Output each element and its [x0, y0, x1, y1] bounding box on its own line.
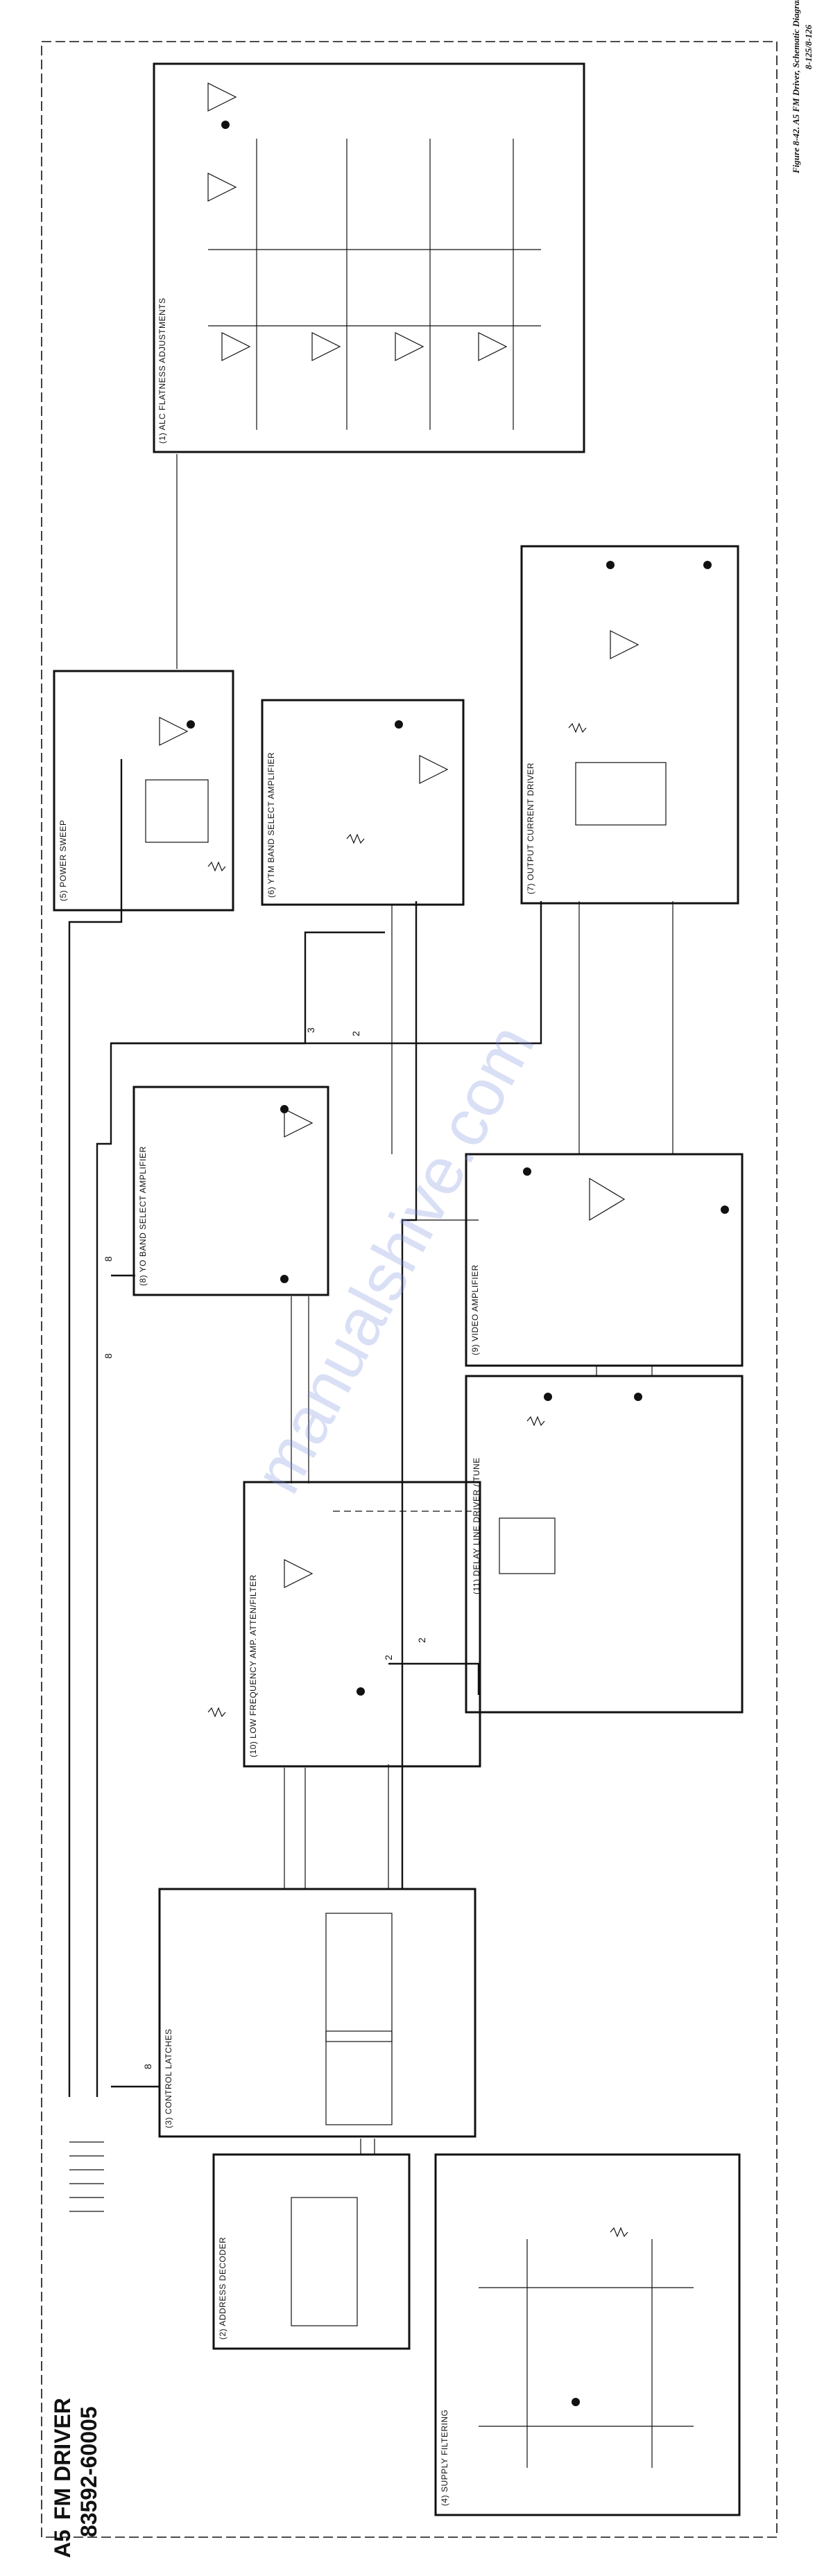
latch-ic-2 — [325, 2030, 393, 2125]
bus-width-label: 3 — [305, 1027, 316, 1033]
bus-width-label: 8 — [142, 2063, 153, 2069]
power-sweep-box — [53, 670, 234, 912]
bus-line-center — [96, 931, 385, 2097]
block-label-low-frequency-amp: (10) LOW FREQUENCY AMP. ATTEN/FILTER — [248, 1574, 258, 1757]
yo-band-select-box — [132, 1086, 329, 1296]
bus-width-label: 2 — [383, 1654, 394, 1660]
block-label-delay-line: (11) DELAY LINE DRIVER / TUNE — [472, 1457, 481, 1594]
wire-decoder-latch — [360, 2139, 375, 2155]
delay-ic — [499, 1517, 556, 1574]
bus-width-label: 8 — [103, 1255, 114, 1262]
yo-opamp — [284, 1108, 314, 1138]
block-label-output-current-driver: (7) OUTPUT CURRENT DRIVER — [526, 762, 535, 894]
block-label-power-sweep: (5) POWER SWEEP — [58, 819, 68, 901]
ytm-band-select-box — [261, 699, 465, 906]
video-amplifier-box — [465, 1153, 744, 1367]
figure-caption: Figure 8-42. A5 FM Driver, Schematic Dia… — [791, 0, 801, 173]
address-decoder-box — [212, 2153, 411, 2350]
sweep-ic — [145, 779, 209, 843]
output-current-driver-box — [520, 545, 739, 905]
bus-width-label: 8 — [103, 1352, 114, 1359]
block-label-control-latches: (3) CONTROL LATCHES — [164, 2028, 173, 2128]
block-label-address-decoder: (2) ADDRESS DECODER — [218, 2236, 228, 2340]
ocd-ic — [575, 762, 667, 826]
part-number: 83592-60005 — [76, 2406, 101, 2537]
bus-line-latch — [401, 901, 418, 1889]
lf-opamp — [284, 1559, 314, 1588]
low-frequency-amp-box — [243, 1481, 481, 1768]
wire-ytm-to-video — [391, 905, 479, 1221]
supply-filtering-box — [434, 2153, 741, 2516]
decoder-ic — [291, 2197, 358, 2326]
block-label-supply-filtering: (4) SUPPLY FILTERING — [440, 2409, 449, 2506]
board-id: A5 — [50, 2530, 75, 2558]
latch-ic-1 — [325, 1913, 393, 2042]
bus-line-video — [388, 1662, 480, 1695]
sweep-opamp — [159, 717, 189, 746]
resistors — [207, 722, 628, 2238]
supply-wiring — [479, 2239, 694, 2468]
wire-delay-to-video — [596, 1366, 653, 1376]
bus-width-label: 2 — [416, 1637, 427, 1643]
wire-latch-up — [284, 1764, 389, 1889]
bus-line-left — [68, 759, 123, 2097]
video-opamp — [589, 1177, 626, 1221]
wire-yo-to-lf — [291, 1296, 309, 1483]
test-points — [187, 121, 729, 2406]
block-label-alc-flatness: (1) ALC FLATNESS ADJUSTMENTS — [157, 297, 167, 444]
board-border — [41, 41, 778, 2538]
page-reference: 8-125/8-126 — [803, 24, 814, 69]
delay-line-box — [465, 1375, 744, 1714]
bus-connector-stubs — [69, 2141, 104, 2212]
block-label-ytm-band-select: (6) YTM BAND SELECT AMPLIFIER — [266, 751, 276, 898]
alc-flatness-box — [153, 62, 585, 453]
ocd-opamp — [610, 630, 640, 659]
board-name: FM DRIVER — [50, 2398, 75, 2520]
bus-width-label: 2 — [350, 1030, 361, 1036]
wire-video-to-ocd — [578, 901, 673, 1154]
bus-line-ytm — [111, 901, 542, 1045]
block-label-video-amplifier: (9) VIDEO AMPLIFIER — [470, 1264, 480, 1355]
ytm-opamp — [419, 755, 449, 784]
alc-stages — [207, 82, 541, 430]
control-latches-box — [158, 1888, 477, 2138]
block-label-yo-band-select: (8) YO BAND SELECT AMPLIFIER — [138, 1146, 148, 1286]
